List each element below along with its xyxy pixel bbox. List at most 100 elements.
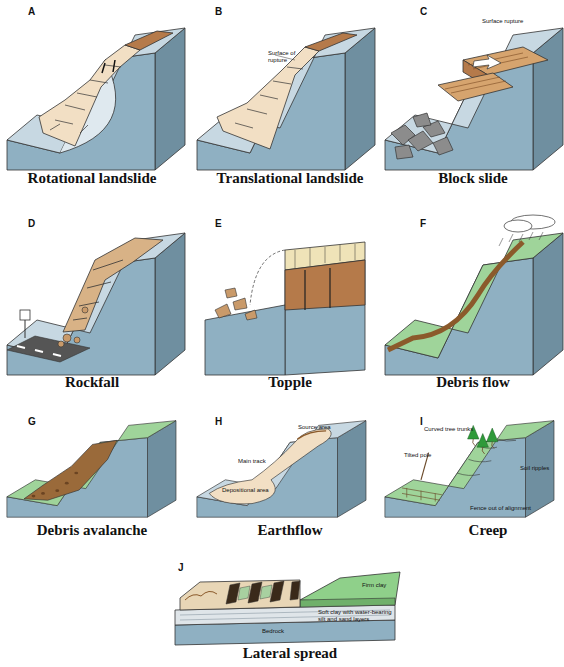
earthflow-drawing-part [209, 429, 331, 504]
annotation-label: Soft clay with water-bearing silt and sa… [318, 609, 398, 623]
rotational-landslide-drawing-part [50, 65, 121, 133]
panel-caption: Topple [195, 374, 385, 391]
annotation-label: Main track [238, 458, 288, 465]
panel-caption: Translational landslide [195, 170, 385, 187]
lateral-spread-drawing-part [300, 598, 395, 607]
debris-avalanche-drawing-part [24, 440, 117, 500]
lateral-spread-drawing-part-part [238, 586, 250, 600]
panel-letter: B [215, 6, 222, 17]
topple-drawing-part [215, 288, 257, 320]
block-slide-drawing-part [385, 28, 563, 170]
lateral-spread-drawing-part-part [248, 582, 262, 603]
debris-avalanche-drawing-part-part [32, 495, 36, 498]
debris-flow-drawing-part [499, 232, 543, 246]
translational-landslide-drawing-part [217, 47, 319, 149]
rockfall-drawing-part-part [74, 337, 80, 343]
earthflow-drawing-part [197, 421, 366, 518]
annotation-label: Fence out of alignment [470, 505, 560, 512]
translational-landslide-drawing-part [305, 33, 357, 51]
topple-drawing-part [285, 260, 365, 375]
debris-avalanche-drawing-part-part [65, 482, 69, 485]
debris-flow-drawing-part [388, 242, 523, 350]
lateral-spread-drawing-part [238, 585, 272, 600]
block-slide-drawing-part-part [413, 113, 431, 127]
creep-drawing-part [402, 488, 442, 502]
annotation-label: Bedrock [262, 628, 302, 635]
annotation-label: Tilted pole [404, 452, 454, 459]
panel-letter: I [420, 416, 423, 427]
panel-letter: C [420, 6, 427, 17]
debris-flow-drawing-part [504, 220, 532, 232]
rotational-landslide-drawing [7, 28, 185, 170]
creep-drawing-part-part [487, 428, 498, 442]
debris-avalanche-drawing-part-part [74, 472, 78, 475]
panel-caption: Lateral spread [195, 645, 385, 662]
debris-flow-drawing [385, 215, 563, 375]
lateral-spread-drawing-part [180, 580, 300, 610]
translational-landslide-drawing-part [197, 28, 375, 170]
topple-drawing-part-part [233, 298, 247, 310]
lateral-spread-drawing-part-part [226, 583, 240, 604]
debris-avalanche-drawing-part-part [55, 489, 59, 492]
block-slide-drawing-part [473, 55, 501, 69]
rockfall-drawing-part [63, 238, 163, 332]
panel-letter: G [28, 416, 36, 427]
topple-drawing-part [285, 260, 365, 310]
earthflow-drawing [197, 421, 366, 518]
panel-caption: Debris flow [383, 374, 563, 391]
debris-avalanche-drawing-part-part [41, 492, 45, 495]
panel-caption: Creep [398, 522, 564, 539]
rockfall-drawing-part [7, 233, 185, 375]
rockfall-drawing-part [17, 346, 61, 356]
rockfall-drawing-part-part [63, 334, 71, 342]
block-slide-drawing-part [445, 53, 528, 93]
rockfall-drawing-part [7, 336, 90, 362]
panel-letter: H [215, 416, 222, 427]
creep-drawing-part-part [477, 434, 488, 448]
panel-caption: Block slide [383, 170, 563, 187]
panel-caption: Debris avalanche [2, 522, 182, 539]
panel-letter: E [215, 218, 222, 229]
debris-avalanche-drawing-part [32, 472, 79, 498]
topple-drawing-part [205, 305, 285, 375]
block-slide-drawing-part [438, 73, 513, 101]
panel-letter: D [28, 218, 35, 229]
debris-flow-drawing-part [385, 233, 563, 375]
topple-drawing-part-part [215, 304, 231, 318]
rockfall-drawing-part-part [58, 341, 64, 347]
block-slide-drawing [385, 28, 563, 170]
rockfall-drawing-part [20, 310, 30, 320]
topple-drawing-part-part [225, 288, 237, 298]
block-slide-drawing-part-part [433, 137, 453, 155]
rotational-landslide-drawing-part [125, 31, 173, 50]
rotational-landslide-drawing-part [39, 45, 140, 146]
block-slide-drawing-part-part [395, 145, 413, 159]
lateral-spread-drawing-part-part [270, 581, 284, 602]
creep-drawing-part [473, 439, 495, 454]
topple-drawing-part [305, 268, 330, 310]
annotation-label: Depositional area [222, 487, 282, 494]
annotation-label: Soil ripples [520, 465, 564, 472]
debris-avalanche-drawing [7, 421, 176, 518]
annotation-label: Surface of rupture [268, 50, 296, 64]
lateral-spread-drawing-part-part [260, 585, 272, 599]
rockfall-drawing-part [58, 307, 88, 347]
rockfall-drawing-part-part [82, 307, 88, 313]
panel-letter: F [420, 218, 426, 229]
panel-caption: Rotational landslide [2, 170, 182, 187]
topple-drawing-part-part [245, 310, 257, 320]
rotational-landslide-drawing-part [102, 60, 115, 73]
lateral-spread-drawing-part [226, 581, 300, 604]
topple-drawing [205, 242, 365, 375]
lateral-spread-drawing-part-part [290, 581, 300, 600]
rockfall-drawing [7, 233, 185, 375]
earthflow-drawing-part [298, 431, 327, 439]
rockfall-drawing-part [73, 260, 123, 320]
block-slide-drawing-part [391, 113, 453, 159]
panel-caption: Rockfall [2, 374, 182, 391]
lateral-spread-drawing-part [185, 591, 217, 600]
topple-drawing-part [250, 250, 285, 305]
rockfall-drawing-part [25, 320, 26, 338]
